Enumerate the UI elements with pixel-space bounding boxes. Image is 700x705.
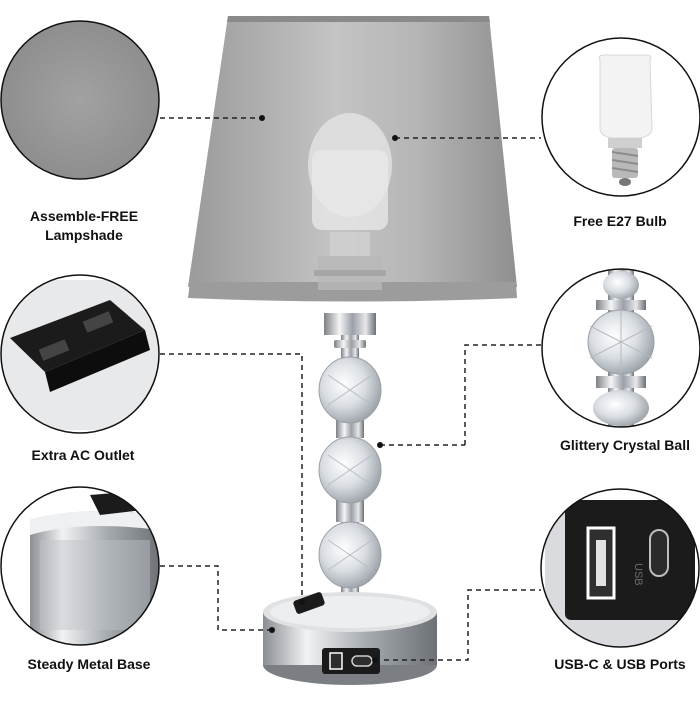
lamp-base [263,592,437,685]
crystal-detail-circle [541,268,700,428]
callout-dots [259,115,398,663]
ports-detail-circle: USB [540,488,700,648]
lampshade-detail-circle [0,20,160,180]
callout-lines [160,117,541,661]
ports-label: USB-C & USB Ports [554,656,686,672]
lampshade-label-line1: Assemble-FREE [29,208,139,224]
svg-text:USB: USB [632,563,644,586]
lamp-stem [318,313,382,607]
crystal-label: Glittery Crystal Ball [560,437,690,453]
lampshade-label: Assemble-FREE Lampshade [4,207,164,245]
outlet-detail-circle [0,274,160,434]
bulb-detail-circle [541,37,700,197]
lampshade-label-line2: Lampshade [45,227,123,243]
base-detail-circle [0,486,160,646]
lampshade [188,16,517,302]
bulb-label: Free E27 Bulb [573,213,667,229]
outlet-label: Extra AC Outlet [31,447,135,463]
base-label: Steady Metal Base [27,656,151,672]
